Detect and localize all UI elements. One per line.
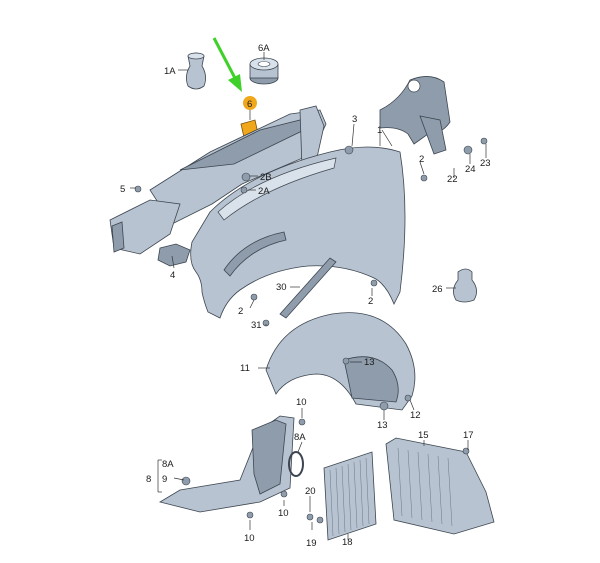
callout-13-lower: 13 xyxy=(377,420,388,431)
part-8-front-liner xyxy=(158,415,295,513)
callout-1a: 1A xyxy=(164,66,176,77)
callout-8a-left: 8A xyxy=(162,459,174,470)
part-1a-plug xyxy=(186,52,206,90)
callout-12: 12 xyxy=(410,410,421,421)
callout-6a: 6A xyxy=(258,43,270,54)
green-arrow-icon xyxy=(212,37,242,92)
callout-10-bottom: 10 xyxy=(244,533,255,544)
part-11-wheelhouse-liner xyxy=(265,312,416,411)
callout-13-upper: 13 xyxy=(364,357,375,368)
callout-1: 1 xyxy=(377,125,382,136)
callout-11: 11 xyxy=(240,363,250,374)
part-member-assembly xyxy=(109,105,327,255)
part-22-bracket xyxy=(379,76,451,155)
hardware-fasteners xyxy=(134,137,488,524)
leader-lines xyxy=(130,52,487,540)
part-8a-seal-ring xyxy=(288,451,304,477)
callout-10-mid: 10 xyxy=(278,508,289,519)
callout-20-label: 20 xyxy=(305,486,316,497)
callout-23: 23 xyxy=(480,158,491,169)
callout-22: 22 xyxy=(447,174,458,185)
callout-19: 19 xyxy=(306,538,317,549)
callout-26: 26 xyxy=(432,284,443,295)
part-4-bracket xyxy=(157,243,191,267)
callout-labels: 1A 6A 6 1 3 2 2B 2A 5 4 22 24 23 2 30 2 … xyxy=(120,43,491,549)
callout-15: 15 xyxy=(418,430,429,441)
callout-17: 17 xyxy=(463,430,474,441)
callout-2a: 2A xyxy=(258,186,270,197)
callout-3: 3 xyxy=(352,114,357,125)
callout-6: 6 xyxy=(247,99,252,110)
part-6a-grommet xyxy=(249,57,279,85)
callout-2b: 2B xyxy=(260,172,272,183)
part-26-cap xyxy=(453,268,477,303)
highlight-marker-icon xyxy=(243,96,257,110)
callout-9: 9 xyxy=(162,474,167,485)
callout-8a-right: 8A xyxy=(294,432,306,443)
cooler-fins xyxy=(329,457,370,537)
callout-2-fender-bottom: 2 xyxy=(368,296,373,307)
callout-24: 24 xyxy=(465,164,476,175)
callout-10-upper: 10 xyxy=(296,397,307,408)
duct-ribs xyxy=(397,447,453,527)
callout-2-fender-top: 2 xyxy=(419,154,424,165)
callout-5: 5 xyxy=(120,184,125,195)
callout-2-lower-left: 2 xyxy=(238,306,243,317)
callout-31: 31 xyxy=(251,320,262,331)
callout-8: 8 xyxy=(146,474,151,485)
part-30-seal-strip xyxy=(279,257,337,319)
part-15-air-duct xyxy=(385,437,495,535)
callout-18: 18 xyxy=(342,537,353,548)
callout-4: 4 xyxy=(170,270,175,281)
callout-30: 30 xyxy=(276,282,287,293)
part-18-cooler xyxy=(323,451,377,541)
